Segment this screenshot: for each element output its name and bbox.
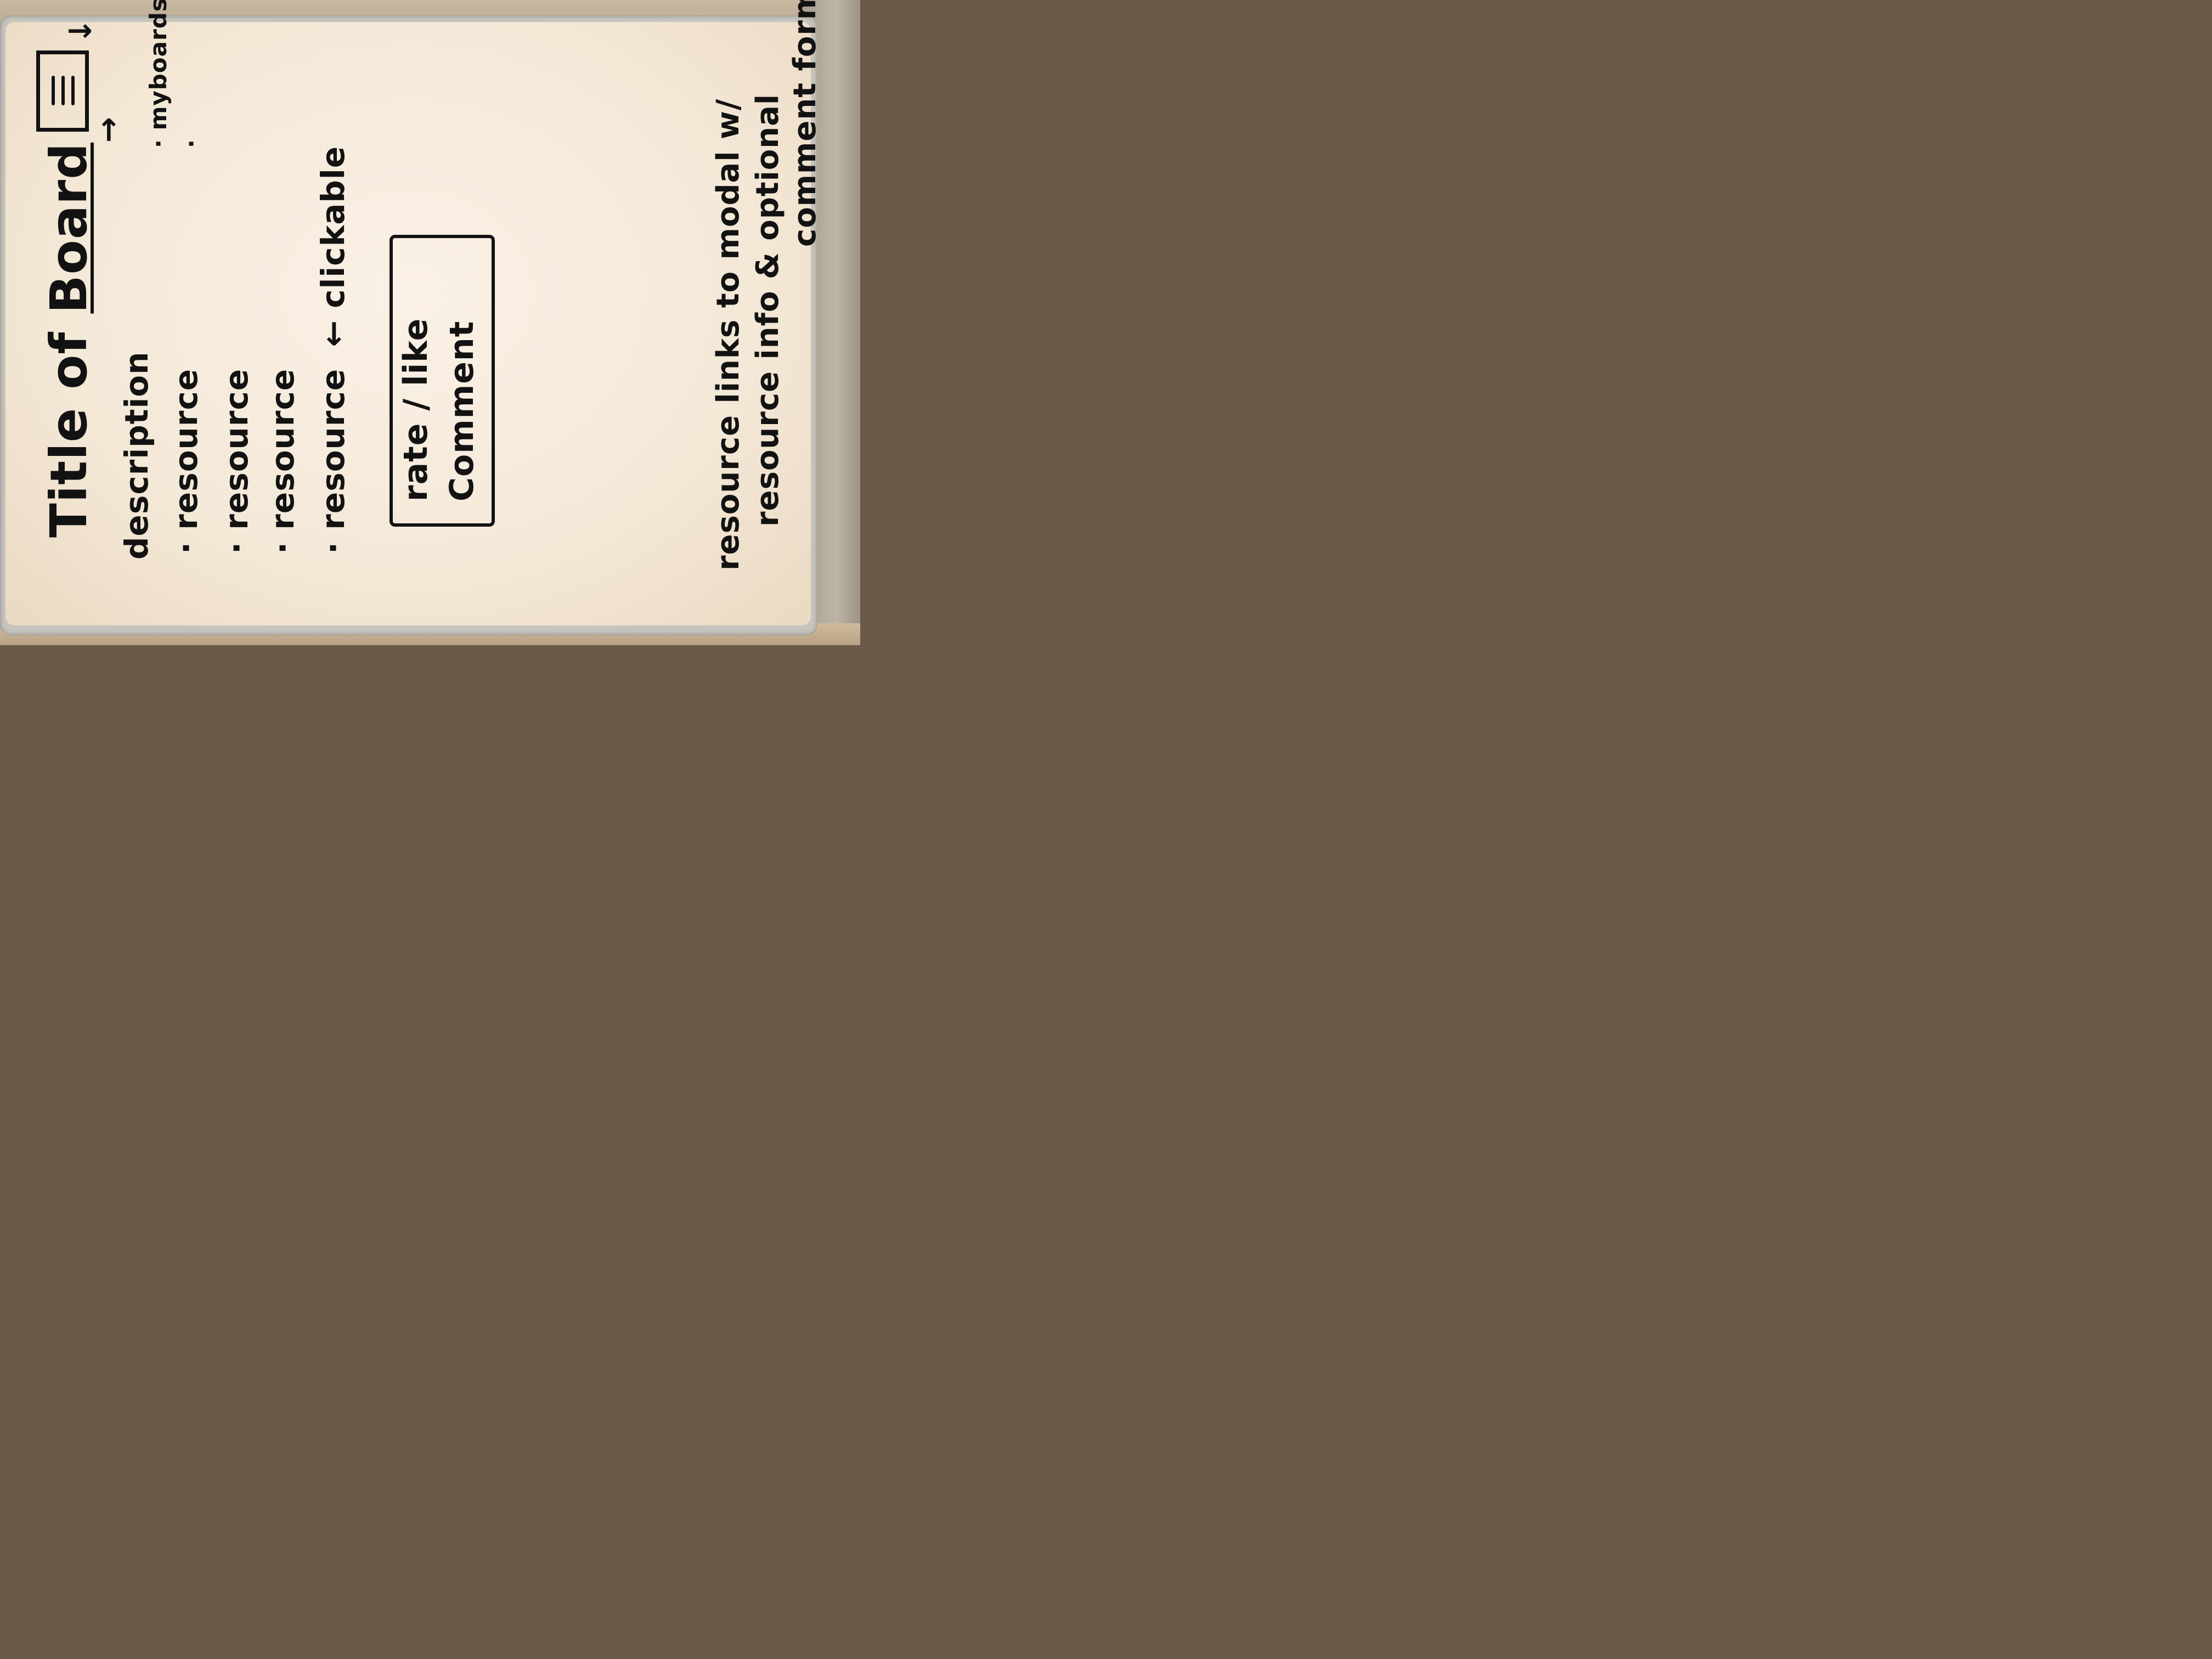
- nav-item-empty: ·: [178, 139, 205, 148]
- board-title-prefix: Title of: [40, 313, 98, 538]
- whiteboard-surface: [5, 22, 811, 625]
- board-sketch: Title of Board description · resource · …: [5, 0, 823, 625]
- rate-like-label: rate / like: [397, 318, 435, 501]
- resource-label: resource: [167, 368, 205, 530]
- note-line-3: comment form: [787, 0, 823, 247]
- bullet: ·: [167, 541, 205, 554]
- comment-label: Comment: [443, 320, 481, 501]
- arrow-right-icon: →: [91, 116, 126, 143]
- board-title-underlined: Board: [40, 142, 98, 314]
- bullet: ·: [314, 541, 352, 554]
- bullet: ·: [264, 541, 301, 554]
- resource-item: · resource ← clickable: [314, 145, 352, 554]
- resource-label: resource: [264, 368, 301, 530]
- resource-item: · resource: [167, 368, 205, 554]
- hamburger-lines-icon: [52, 76, 75, 105]
- note-line-2: resource info & optional: [750, 93, 786, 527]
- resource-item: · resource: [264, 368, 301, 554]
- board-description: description: [118, 351, 155, 560]
- bullet: ·: [218, 541, 255, 554]
- whiteboard-photo: Title of Board description · resource · …: [0, 0, 860, 645]
- nav-item-myboards: · myboards: [145, 0, 172, 148]
- note-line-1: resource links to modal w/: [710, 98, 746, 571]
- clickable-annotation: ← clickable: [314, 145, 352, 347]
- resource-label: resource: [314, 368, 352, 530]
- rate-comment-box: rate / like Comment: [390, 235, 495, 527]
- hamburger-menu-icon: [36, 50, 89, 132]
- resource-label: resource: [218, 368, 255, 530]
- board-title: Title of Board: [40, 143, 98, 538]
- arrow-down-icon: ↓: [63, 18, 99, 44]
- resource-item: · resource: [218, 368, 255, 554]
